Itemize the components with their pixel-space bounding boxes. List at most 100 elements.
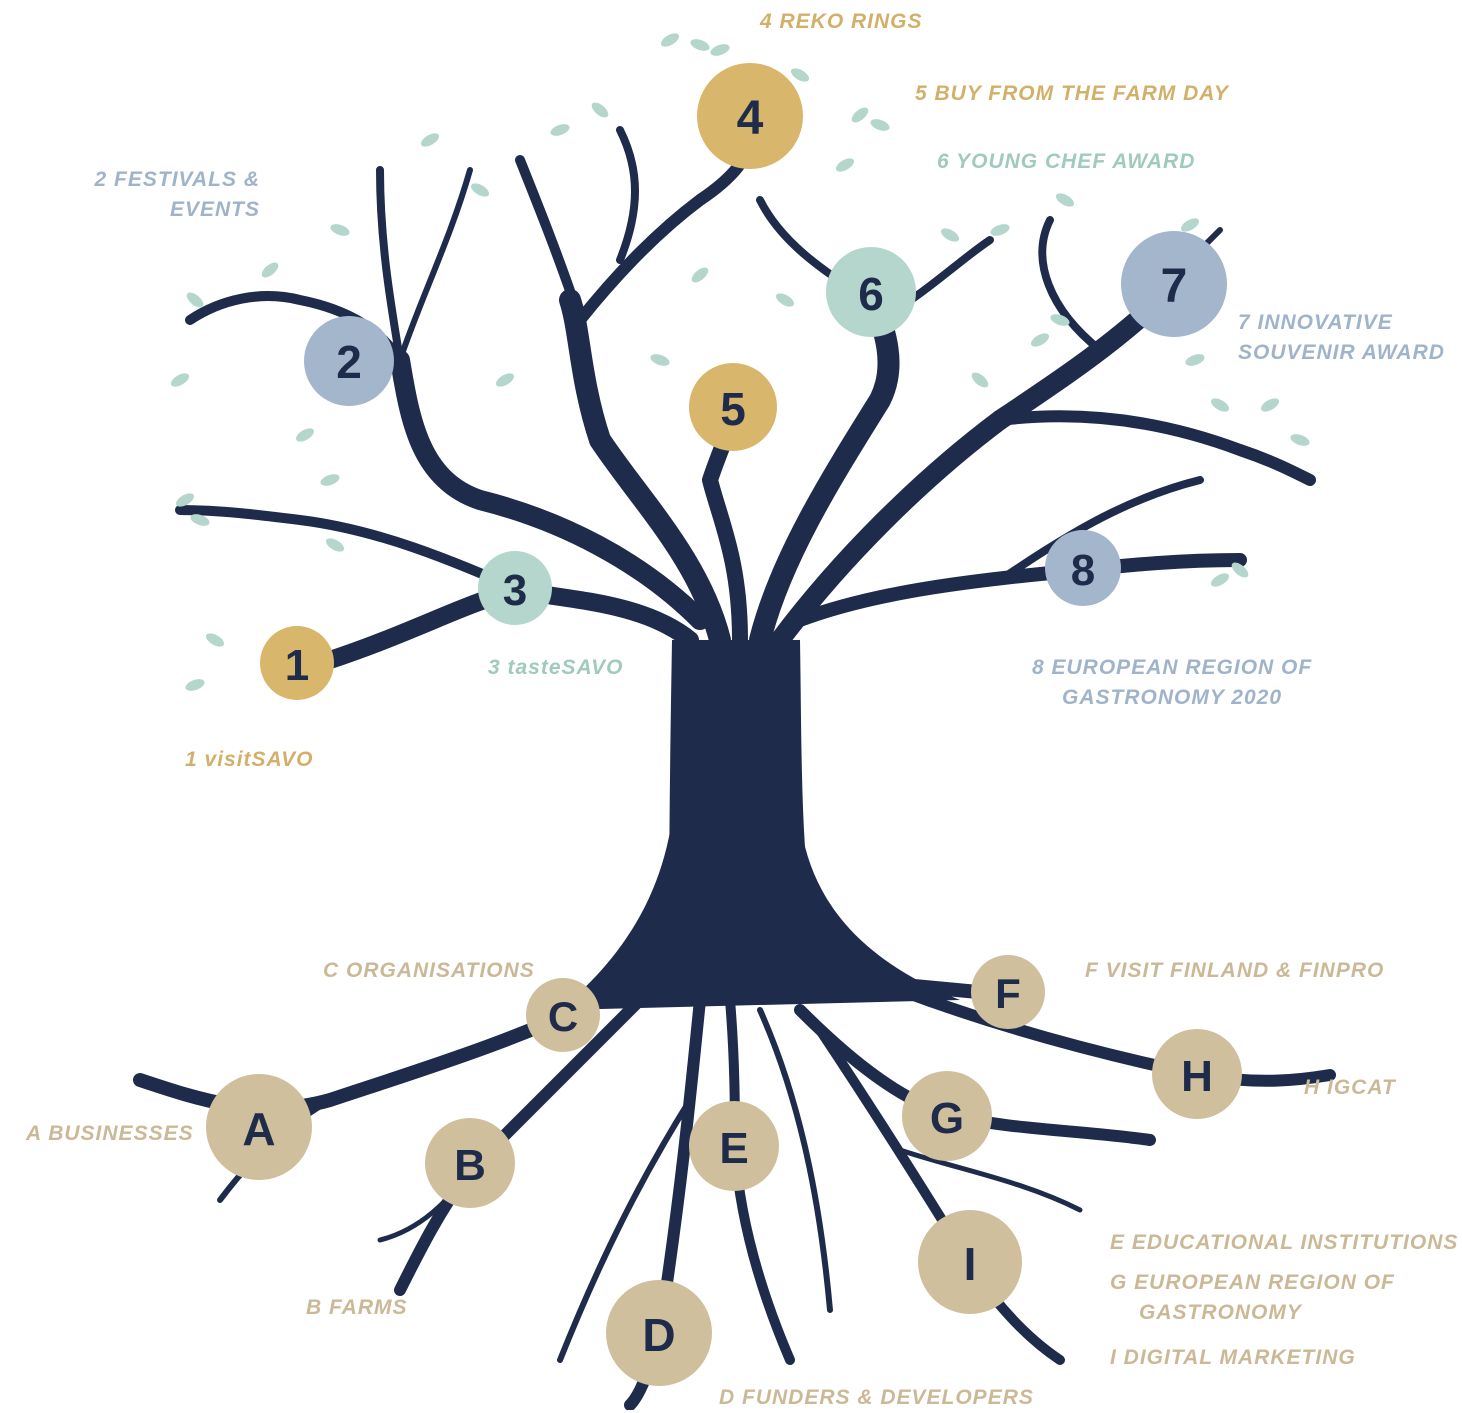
node-C-label: C xyxy=(548,993,578,1040)
node-4-circle xyxy=(697,63,803,169)
node-5-circle xyxy=(689,363,777,451)
node-H-circle xyxy=(1152,1029,1242,1119)
leaf-icon xyxy=(320,474,340,486)
node-7-label: 7 xyxy=(1161,260,1188,313)
node-1-label: 1 xyxy=(285,641,309,690)
label-8: 8 EUROPEAN REGION OF GASTRONOMY 2020 xyxy=(1032,653,1312,713)
leaf-icon xyxy=(495,373,515,387)
label-7-line2: SOUVENIR AWARD xyxy=(1238,341,1445,364)
label-G-line1: G EUROPEAN REGION OF xyxy=(1110,1271,1395,1294)
node-2-label: 2 xyxy=(336,336,362,388)
node-1-circle xyxy=(260,626,334,700)
leaf-icon xyxy=(660,33,680,47)
limb-c-l2 xyxy=(515,155,585,325)
leaf-icon xyxy=(691,267,709,283)
label-8-line2: GASTRONOMY 2020 xyxy=(1062,686,1283,709)
leaf-icon xyxy=(710,44,730,56)
node-3-circle xyxy=(478,551,552,625)
label-A: A BUSINESSES xyxy=(26,1122,194,1145)
leaf-icon xyxy=(185,679,205,691)
node-I-label: I xyxy=(964,1238,977,1290)
node-B-circle xyxy=(425,1118,515,1208)
leaf-icon xyxy=(1185,354,1205,366)
label-2-line2: EVENTS xyxy=(169,198,260,221)
label-4: 4 REKO RINGS xyxy=(760,10,923,33)
leaf-icon xyxy=(1260,398,1280,412)
leaf-icon xyxy=(420,133,440,147)
leaf-icon xyxy=(205,633,225,647)
leaf-icon xyxy=(170,373,190,387)
leaf-icon xyxy=(1210,573,1230,587)
branch-nodes: 1 2 3 4 5 6 7 8 xyxy=(260,63,1227,700)
leaf-icon xyxy=(775,293,795,307)
leaf-icon xyxy=(870,119,890,131)
leaf-icon xyxy=(330,224,350,236)
limb-c-l4 xyxy=(616,126,639,264)
leaf-icon xyxy=(1180,218,1200,232)
limb-left-2b xyxy=(376,166,404,364)
label-H: H IGCAT xyxy=(1304,1076,1396,1099)
leaf-icon xyxy=(1210,398,1230,412)
leaf-icon xyxy=(690,39,710,51)
node-F-circle xyxy=(971,955,1045,1029)
label-2: 2 FESTIVALS & EVENTS xyxy=(60,165,260,225)
label-B: B FARMS xyxy=(306,1296,408,1319)
leaf-icon xyxy=(261,262,279,278)
leaf-icon xyxy=(186,292,204,308)
label-8-line1: 8 EUROPEAN REGION OF xyxy=(1032,656,1313,679)
label-G-line2: GASTRONOMY xyxy=(1139,1301,1302,1324)
limb-center-left xyxy=(559,289,731,651)
label-C: C ORGANISATIONS xyxy=(323,959,535,982)
leaf-icon xyxy=(175,493,195,507)
label-2-line1: 2 FESTIVALS & xyxy=(94,168,260,191)
label-7: 7 INNOVATIVE SOUVENIR AWARD xyxy=(1238,308,1445,368)
label-F: F VISIT FINLAND & FINPRO xyxy=(1085,959,1385,982)
leaf-icon xyxy=(790,68,810,82)
label-1: 1 visitSAVO xyxy=(185,748,314,771)
limb-left-low2 xyxy=(175,505,525,595)
limb-right-low2 xyxy=(996,476,1204,584)
leaf-icon xyxy=(940,228,960,242)
label-D: D FUNDERS & DEVELOPERS xyxy=(719,1386,1034,1409)
leaf-icon xyxy=(470,183,490,197)
leaf-icon xyxy=(1030,333,1050,347)
leaf-icon xyxy=(550,124,570,136)
root-E2 xyxy=(757,1007,833,1313)
limb-right xyxy=(770,280,1180,650)
node-D-label: D xyxy=(642,1309,675,1361)
node-2-circle xyxy=(304,316,394,406)
limb-right-3 xyxy=(1038,216,1104,354)
leaf-icon xyxy=(835,158,855,172)
limb-right-2 xyxy=(994,410,1316,486)
leaf-icon xyxy=(591,102,609,118)
root-I2 xyxy=(897,1147,1083,1213)
node-7-circle xyxy=(1121,231,1227,337)
node-5-label: 5 xyxy=(720,383,746,435)
node-H-label: H xyxy=(1181,1052,1213,1101)
node-G-label: G xyxy=(930,1094,964,1143)
root-nodes: A B C D E F G H I xyxy=(206,955,1242,1386)
leaf-icon xyxy=(851,107,869,123)
leaf-icon xyxy=(1231,562,1249,578)
node-8-label: 8 xyxy=(1071,546,1095,595)
label-7-line1: 7 INNOVATIVE xyxy=(1238,311,1393,334)
node-E-label: E xyxy=(719,1124,748,1173)
label-I: I DIGITAL MARKETING xyxy=(1110,1346,1356,1369)
leaves xyxy=(170,33,1310,691)
node-3-label: 3 xyxy=(503,566,527,615)
leaf-icon xyxy=(650,354,670,366)
label-E: E EDUCATIONAL INSTITUTIONS xyxy=(1110,1231,1459,1254)
leaf-icon xyxy=(1050,314,1070,326)
node-G-circle xyxy=(902,1071,992,1161)
trunk-base xyxy=(560,820,960,1010)
node-A-label: A xyxy=(242,1103,275,1155)
root-D2 xyxy=(557,1097,693,1363)
node-8-circle xyxy=(1045,530,1121,606)
label-5: 5 BUY FROM THE FARM DAY xyxy=(915,82,1229,105)
limb-left-2c xyxy=(397,167,473,363)
leaf-icon xyxy=(190,514,210,526)
label-G: G EUROPEAN REGION OF GASTRONOMY xyxy=(1110,1268,1395,1328)
node-E-circle xyxy=(689,1101,779,1191)
node-A-circle xyxy=(206,1074,312,1180)
